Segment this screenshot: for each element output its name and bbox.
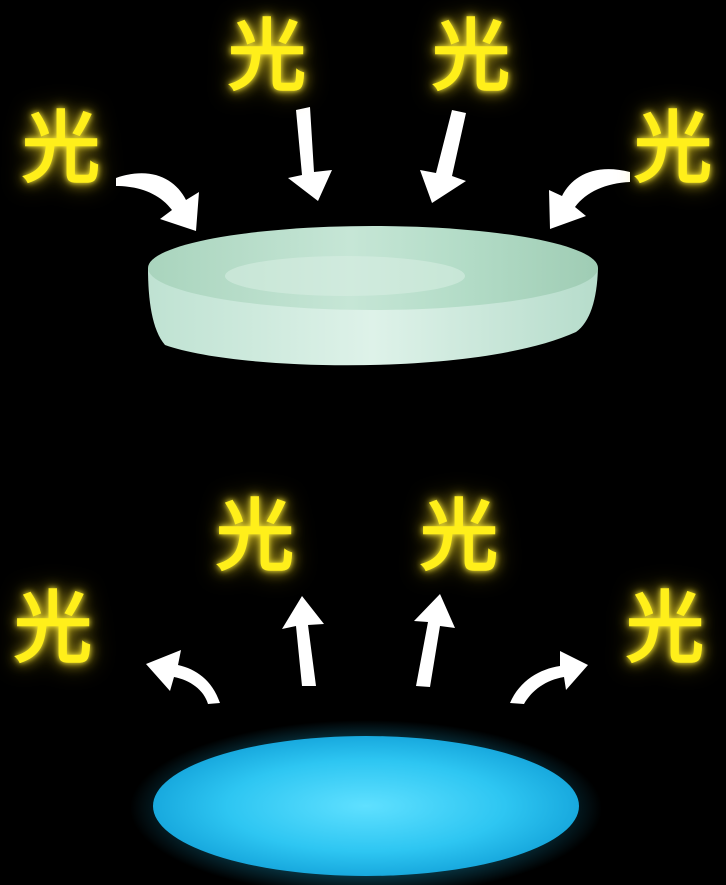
- light-label-top-right-edge: 光: [634, 110, 712, 188]
- glowing-disc: [130, 720, 602, 885]
- top-disc: [148, 226, 598, 365]
- light-label-bottom-left-center: 光: [216, 498, 294, 576]
- light-label-bottom-right-center: 光: [420, 498, 498, 576]
- light-label-top-right-center: 光: [432, 18, 510, 96]
- light-label-bottom-right-edge: 光: [626, 590, 704, 668]
- light-label-top-left-edge: 光: [22, 110, 100, 188]
- light-label-top-left-center: 光: [228, 18, 306, 96]
- light-label-bottom-left-edge: 光: [14, 590, 92, 668]
